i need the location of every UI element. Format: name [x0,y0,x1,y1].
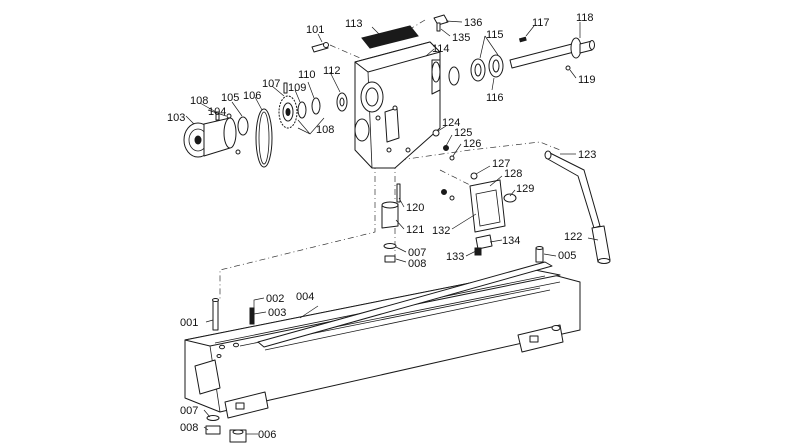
headstock-housing [354,41,441,169]
callout-007-top: 007 [408,247,426,259]
callout-008-top: 008 [408,258,426,270]
callout-126: 126 [463,138,481,150]
callout-134: 134 [502,235,520,247]
belt-106 [255,108,273,168]
callout-007-bottom: 007 [180,405,198,417]
callout-122: 122 [564,231,582,243]
callout-002: 002 [266,293,284,305]
bearing-116 [488,54,504,78]
callout-124: 124 [442,117,460,129]
screw-108-pulley [215,111,220,121]
cylinder-121 [381,201,399,229]
screw-135 [436,22,441,32]
callout-120: 120 [406,202,424,214]
bearing-112 [336,92,348,112]
callout-132: 132 [432,225,450,237]
callout-135: 135 [452,32,470,44]
callout-109: 109 [288,82,306,94]
callout-003: 003 [268,307,286,319]
callout-114: 114 [432,43,450,55]
callout-115: 115 [486,29,504,41]
callout-108-left: 108 [190,95,208,107]
key-117 [518,36,527,43]
nut-006 [229,429,247,443]
callout-116: 116 [486,92,504,104]
knob-129 [503,193,517,203]
switch-134 [475,234,493,250]
callout-006: 006 [258,429,276,441]
callout-005: 005 [558,250,576,262]
callout-128: 128 [504,168,522,180]
callout-104: 104 [208,106,226,118]
lever-123 [544,150,601,229]
bed-pin-001 [212,298,219,331]
callout-136: 136 [464,17,482,29]
callout-121: 121 [406,224,424,236]
pulley-103 [183,117,237,158]
leader-lines [185,20,599,435]
callout-125: 125 [454,127,472,139]
callout-labels: 101 113 136 135 117 118 114 115 116 119 … [167,12,596,441]
pin-101 [311,42,329,53]
washer-007-bottom [206,415,220,421]
callout-110: 110 [298,69,316,81]
screws-124-125-126 [432,129,455,201]
callout-107: 107 [262,78,280,90]
screw-119 [565,65,571,71]
bed-screw-003 [249,307,255,325]
connector-133 [474,247,482,256]
callout-105: 105 [221,92,239,104]
washer-007-top [383,243,397,249]
callout-123: 123 [578,149,596,161]
callout-113: 113 [345,18,363,30]
screw-104 [226,113,232,119]
bolt-120 [396,183,401,203]
name-plate-113 [361,25,419,49]
callout-127: 127 [492,158,510,170]
callout-004: 004 [296,291,314,303]
callout-117: 117 [532,17,550,29]
callout-133: 133 [446,251,464,263]
nut-008-bottom [205,425,221,435]
nut-008-top [384,255,396,263]
callout-112: 112 [323,65,341,77]
retaining-ring-105 [237,116,249,136]
callout-106: 106 [243,90,261,102]
callout-008-bottom: 008 [180,422,198,434]
cover-plate-128 [469,179,506,233]
spacer-110 [311,97,321,115]
handle-122 [591,225,611,264]
screw-108-top [283,82,288,94]
bearing-115-rear [470,58,486,82]
bracket-136 [433,14,449,26]
gear-107 [278,95,298,129]
stud-005 [535,246,544,263]
callout-101: 101 [306,24,324,36]
callout-118: 118 [576,12,594,24]
set-screw-pulley [235,149,241,155]
spindle-118 [509,37,595,69]
lathe-bed [184,261,581,419]
callout-129: 129 [516,183,534,195]
callout-119: 119 [578,74,596,86]
screw-127 [470,172,478,180]
callout-103: 103 [167,112,185,124]
callout-001: 001 [180,317,198,329]
bearing-115-front [448,66,460,86]
washer-109 [297,101,307,119]
callout-108-right: 108 [316,124,334,136]
